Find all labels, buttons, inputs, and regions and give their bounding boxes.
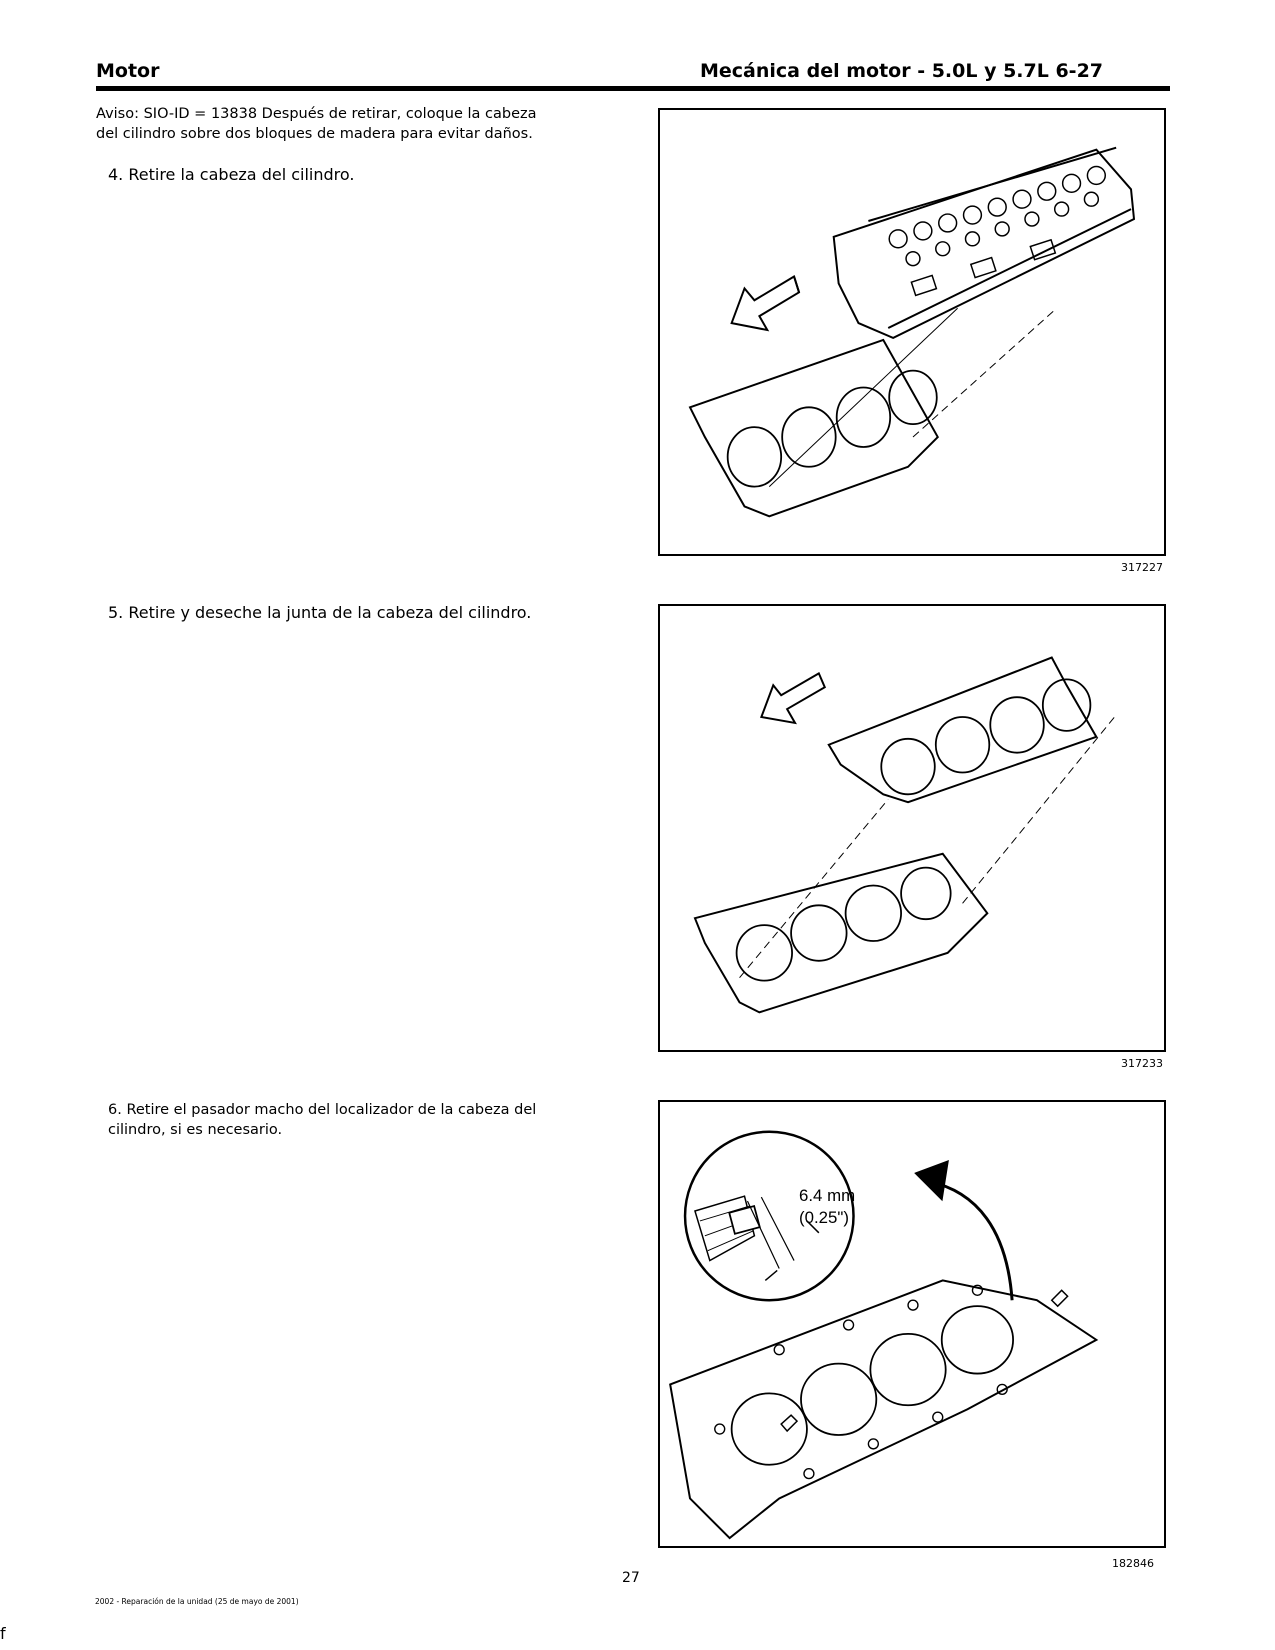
step-6-line-2: cilindro, si es necesario. [108, 1122, 283, 1138]
page-number: 27 [622, 1570, 640, 1586]
figure-head-gasket [658, 604, 1166, 1052]
locator-pin-illustration: 6.4 mm (0.25") [669, 1130, 1099, 1540]
figure-1-id: 317227 [1121, 561, 1163, 574]
callout-inch: (0.25") [799, 1208, 849, 1227]
callout-mm: 6.4 mm [799, 1186, 855, 1205]
head-gasket-illustration [693, 656, 1117, 1014]
header-page-title: Mecánica del motor - 5.0L y 5.7L 6-27 [700, 60, 1104, 82]
figure-3-id: 182846 [1112, 1557, 1154, 1570]
step-6-line-1: 6. Retire el pasador macho del localizad… [108, 1102, 537, 1118]
corner-mark: f [0, 1624, 6, 1643]
step-4: 4. Retire la cabeza del cilindro. [108, 165, 355, 184]
header-section-title: Motor [96, 60, 160, 82]
figure-2-id: 317233 [1121, 1057, 1163, 1070]
figure-cylinder-head-removal [658, 108, 1166, 556]
figure-locator-pin: 6.4 mm (0.25") [658, 1100, 1166, 1548]
footer-text: 2002 - Reparación de la unidad (25 de ma… [95, 1597, 299, 1606]
cylinder-head-illustration [688, 146, 1136, 518]
header-rule [96, 86, 1170, 91]
notice-line-1: Aviso: SIO-ID = 13838 Después de retirar… [96, 106, 537, 122]
notice-line-2: del cilindro sobre dos bloques de madera… [96, 126, 533, 142]
step-5: 5. Retire y deseche la junta de la cabez… [108, 603, 532, 622]
